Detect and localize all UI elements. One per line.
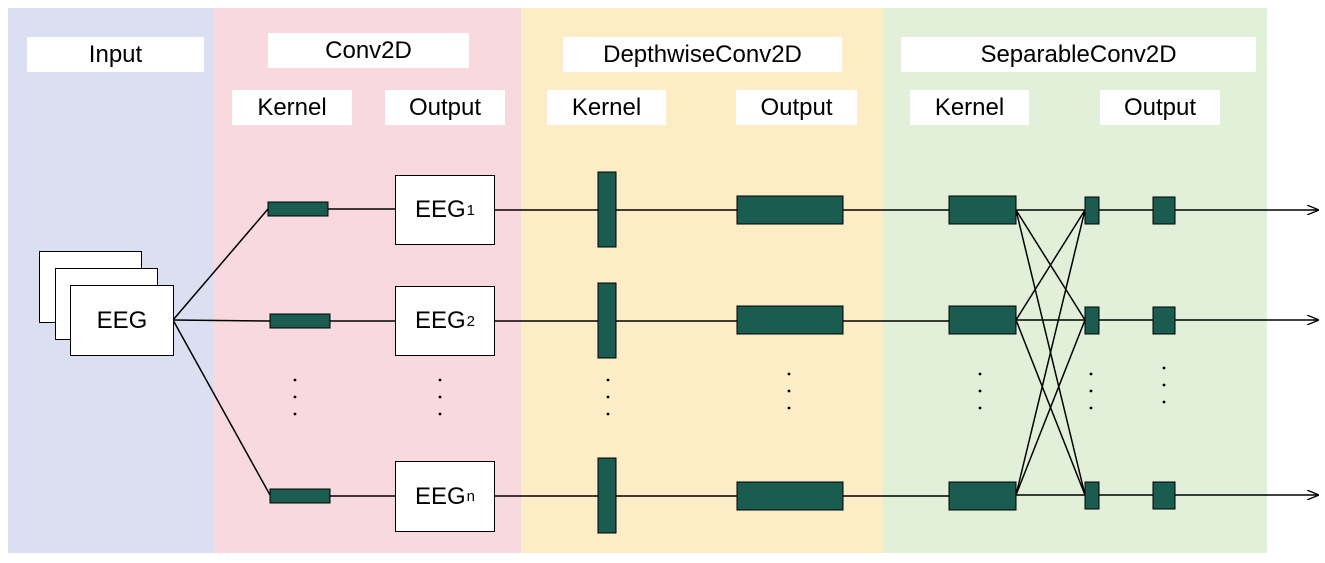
input-eeg-label: EEG xyxy=(96,306,148,334)
ellipsis-separable-kernel xyxy=(978,372,982,410)
ellipsis-depthwise-kernel xyxy=(606,378,610,416)
conv2d-kernel-label: Kernel xyxy=(232,90,352,125)
depthwise-title: DepthwiseConv2D xyxy=(563,37,842,72)
depthwise-kernel-n xyxy=(597,457,617,534)
input-eeg-block: EEG xyxy=(70,285,174,356)
depthwise-output-1 xyxy=(736,195,844,225)
edge-sep-n-2 xyxy=(1015,319,1086,496)
eeg-output-n-sub: n xyxy=(466,488,476,505)
separable-kernel-1 xyxy=(948,195,1017,225)
ellipsis-depthwise-output xyxy=(787,372,791,410)
edge-input-k1 xyxy=(172,208,269,321)
ellipsis-separable-output xyxy=(1162,366,1166,404)
separable-output-n xyxy=(1152,481,1176,510)
depthwise-kernel-1 xyxy=(597,171,617,248)
eeg-output-2-sub: 2 xyxy=(466,312,476,330)
depthwise-output-label: Output xyxy=(736,90,857,125)
ellipsis-conv-kernel xyxy=(293,378,297,416)
depthwise-output-n xyxy=(736,481,844,511)
pointwise-block-n xyxy=(1084,481,1100,510)
edge-input-k2 xyxy=(172,319,271,322)
separable-title: SeparableConv2D xyxy=(901,37,1256,72)
conv-kernel-n xyxy=(269,488,331,504)
separable-output-2 xyxy=(1152,306,1176,335)
ellipsis-conv-output xyxy=(438,378,442,416)
depthwise-kernel-2 xyxy=(597,282,617,359)
ellipsis-pointwise xyxy=(1089,372,1093,410)
separable-kernel-2 xyxy=(948,305,1017,335)
depthwise-kernel-label: Kernel xyxy=(547,90,666,125)
separable-kernel-n xyxy=(948,481,1017,511)
conv2d-output-label: Output xyxy=(385,90,505,125)
eeg-output-2-base: EEG xyxy=(414,307,466,334)
pointwise-block-2 xyxy=(1084,306,1100,335)
input-title: Input xyxy=(27,37,204,72)
eeg-output-1-base: EEG xyxy=(414,196,466,223)
eeg-output-n-base: EEG xyxy=(414,482,466,510)
edge-sep-2-1 xyxy=(1015,209,1086,321)
edge-input-kn xyxy=(172,319,271,496)
separable-kernel-label: Kernel xyxy=(910,90,1029,125)
depthwise-output-2 xyxy=(736,305,844,335)
edge-sep-n-1 xyxy=(1015,209,1086,496)
conv-kernel-2 xyxy=(269,313,331,329)
separable-output-label: Output xyxy=(1100,90,1220,125)
pointwise-block-1 xyxy=(1084,196,1100,225)
conv2d-title: Conv2D xyxy=(268,33,469,68)
conv-kernel-1 xyxy=(267,201,329,217)
eeg-output-1-sub: 1 xyxy=(466,201,476,219)
separable-output-1 xyxy=(1152,196,1176,225)
